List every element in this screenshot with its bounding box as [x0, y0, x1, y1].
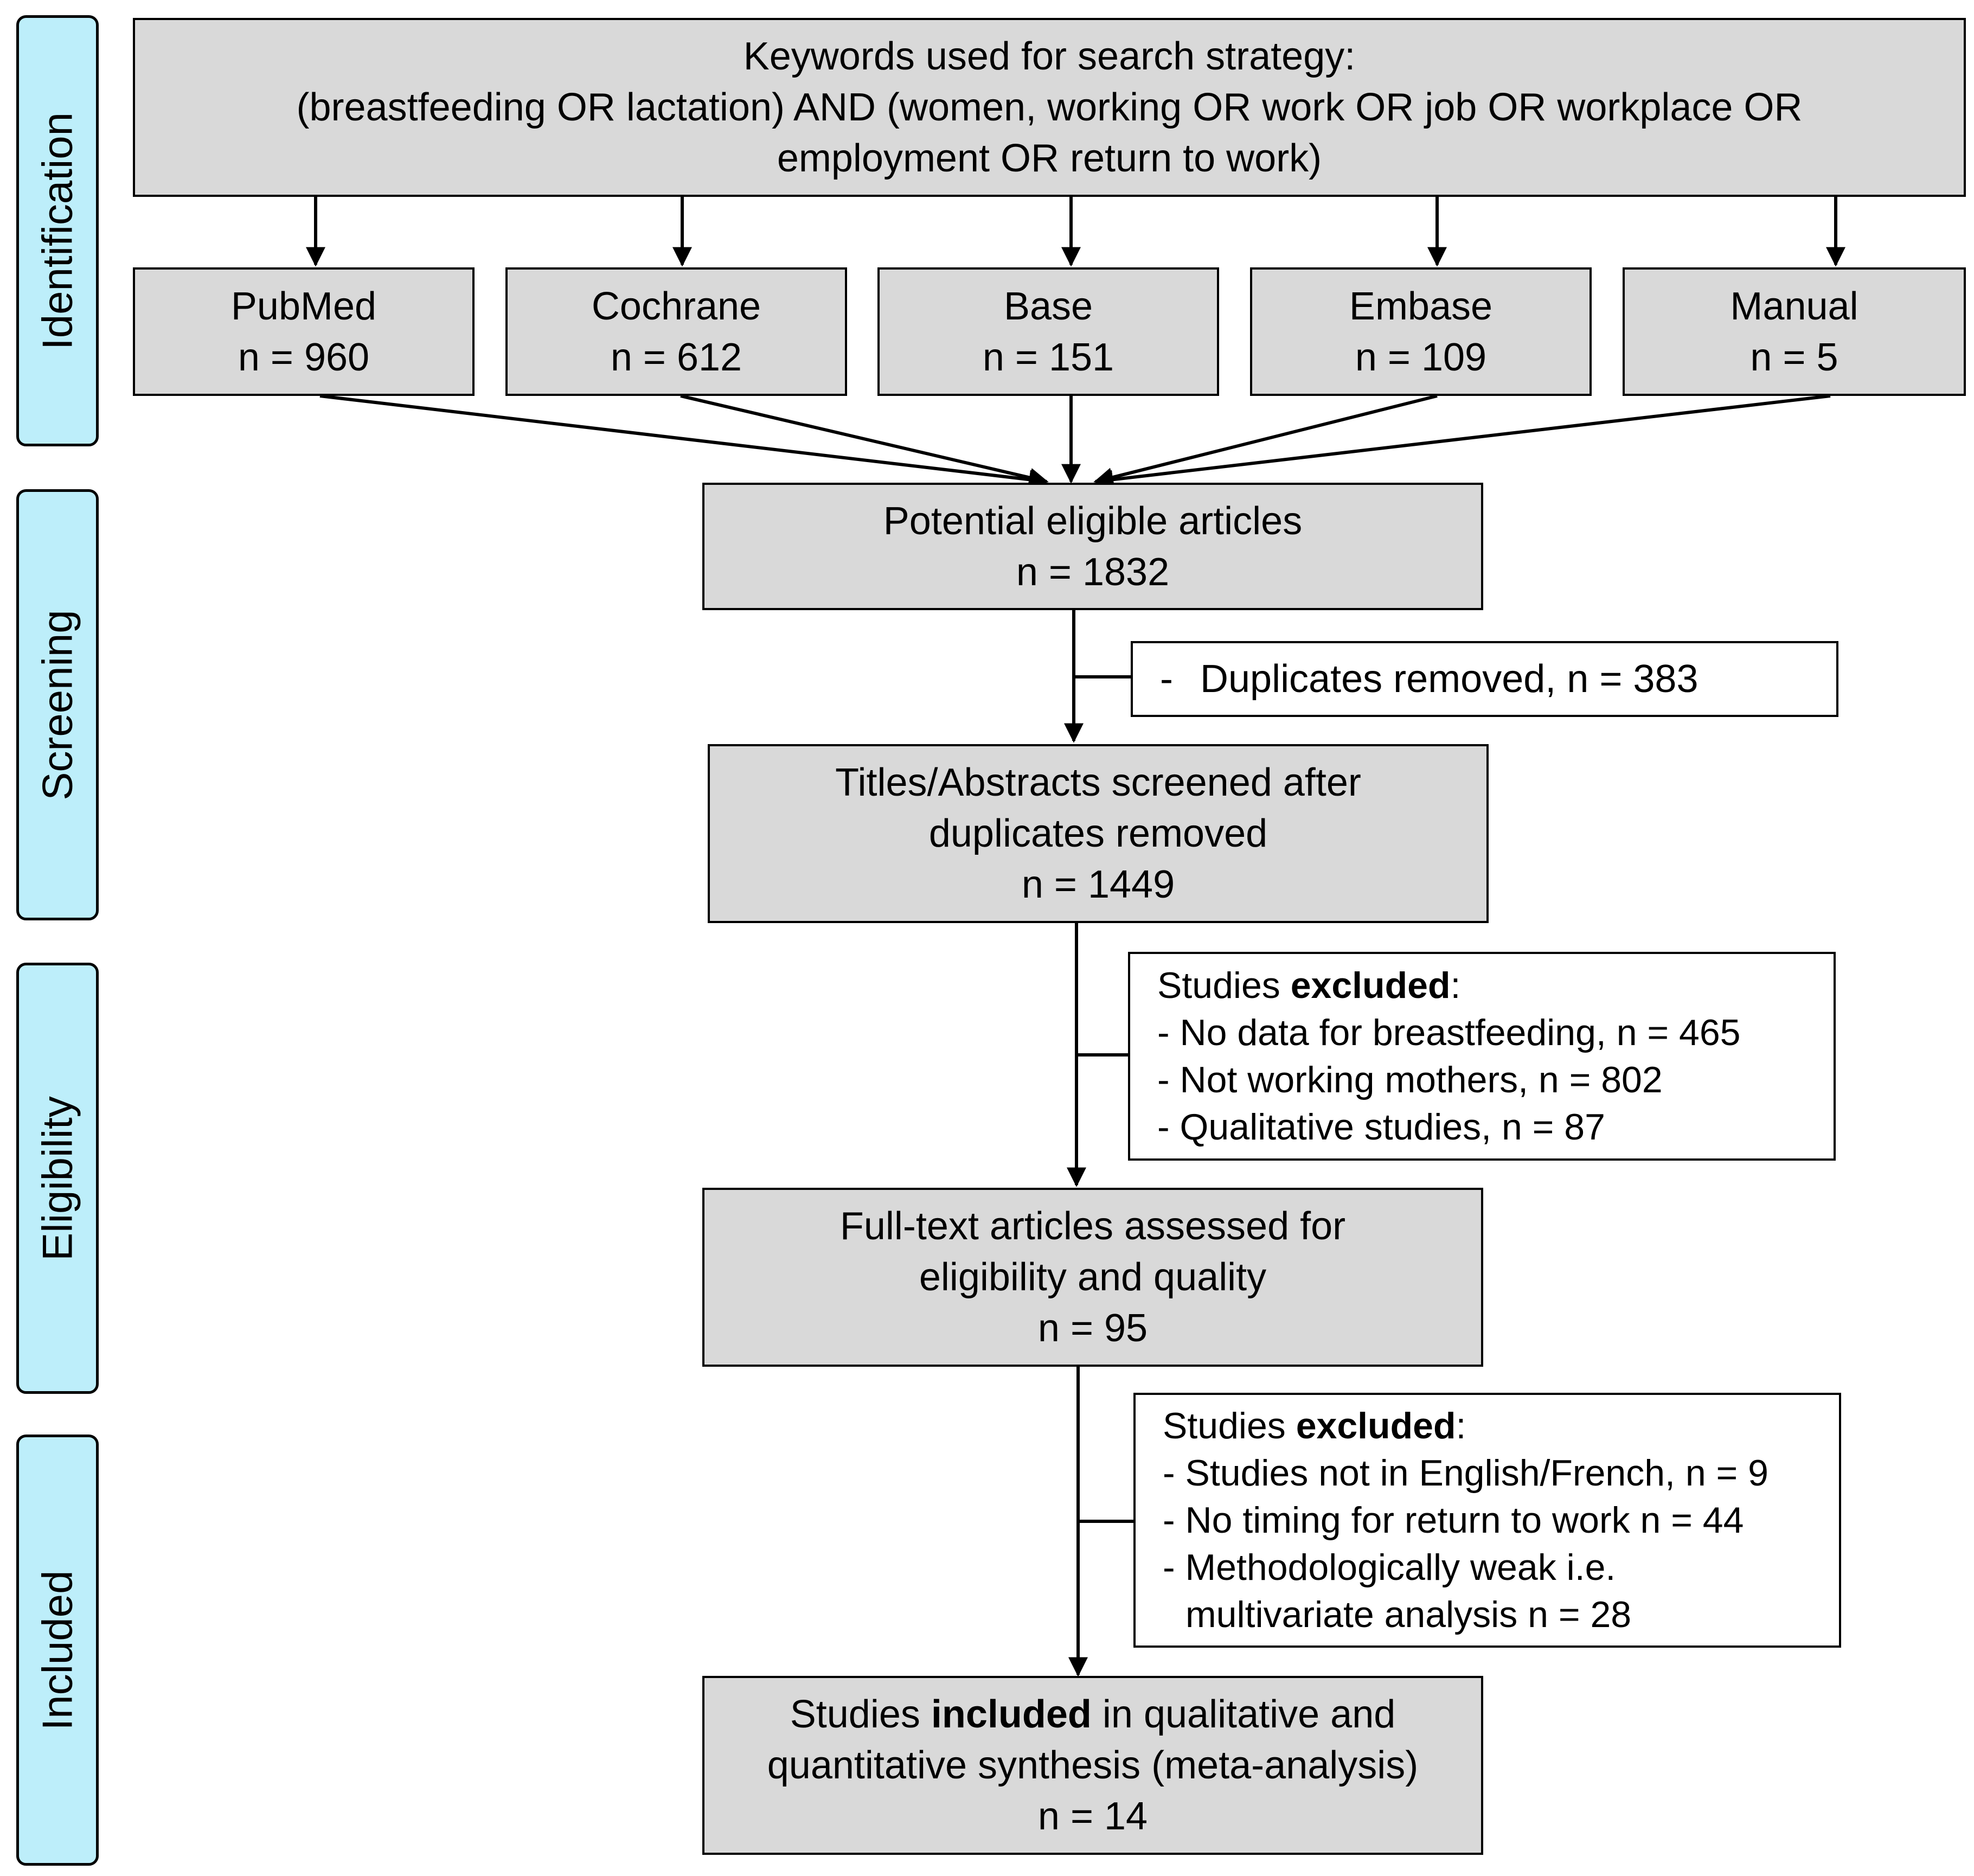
titles-line-2: duplicates removed	[928, 812, 1268, 855]
potential-label: Potential eligible articles	[883, 499, 1303, 543]
excluded-heading: Studies excluded:	[1157, 962, 1460, 1009]
arrow-cochrane-to-potential	[680, 394, 1049, 488]
source-name: Base	[1003, 284, 1093, 328]
excluded-heading-b: excluded	[1290, 964, 1451, 1006]
potential-count: n = 1832	[1016, 550, 1170, 594]
source-name: Cochrane	[591, 284, 761, 328]
source-name: Embase	[1349, 284, 1493, 328]
source-box-base: Base n = 151	[877, 267, 1219, 396]
source-box-manual: Manual n = 5	[1623, 267, 1966, 396]
arrow-pubmed-to-potential	[319, 394, 1049, 490]
excluded-item: - Studies not in English/French, n = 9	[1163, 1452, 1768, 1494]
source-count: n = 109	[1355, 335, 1487, 379]
excluded-item: - No data for breastfeeding, n = 465	[1157, 1011, 1741, 1053]
excluded-heading-a: Studies	[1157, 964, 1291, 1006]
titles-screened-box: Titles/Abstracts screened after duplicat…	[708, 744, 1489, 923]
titles-count: n = 1449	[1021, 863, 1175, 906]
phase-eligibility: Eligibility	[16, 963, 99, 1394]
source-name: Manual	[1730, 284, 1858, 328]
excluded-box-eligibility: Studies excluded: - Studies not in Engli…	[1133, 1393, 1841, 1648]
included-line-2: quantitative synthesis (meta-analysis)	[767, 1744, 1419, 1787]
duplicates-text: Duplicates removed, n = 383	[1200, 657, 1699, 701]
source-count: n = 960	[238, 335, 370, 379]
excluded-item: - Qualitative studies, n = 87	[1157, 1106, 1605, 1148]
excluded-item: multivariate analysis n = 28	[1185, 1593, 1632, 1635]
excluded-heading-b: excluded	[1296, 1405, 1456, 1446]
excluded-item: - No timing for return to work n = 44	[1163, 1499, 1744, 1541]
fulltext-assessed-box: Full-text articles assessed for eligibil…	[702, 1188, 1483, 1367]
fulltext-line-2: eligibility and quality	[919, 1256, 1267, 1299]
search-line-3: employment OR return to work)	[777, 137, 1322, 180]
arrow-manual-to-potential	[1093, 394, 1831, 490]
potential-eligible-box: Potential eligible articles n = 1832	[702, 483, 1483, 610]
excluded-heading-c: :	[1450, 964, 1461, 1006]
excluded-item: - Not working mothers, n = 802	[1157, 1059, 1663, 1100]
source-box-embase: Embase n = 109	[1250, 267, 1592, 396]
search-line-1: Keywords used for search strategy:	[743, 35, 1356, 78]
phase-included: Included	[16, 1435, 99, 1866]
source-count: n = 612	[610, 335, 742, 379]
fulltext-count: n = 95	[1037, 1307, 1148, 1350]
fulltext-line-1: Full-text articles assessed for	[839, 1205, 1346, 1248]
included-c: in qualitative and	[1091, 1693, 1396, 1736]
duplicates-dash: -	[1160, 657, 1173, 701]
included-count: n = 14	[1037, 1795, 1148, 1838]
excluded-heading-a: Studies	[1163, 1405, 1296, 1446]
excluded-item: - Methodologically weak i.e.	[1163, 1546, 1616, 1588]
included-line-1: Studies included in qualitative and	[790, 1689, 1396, 1740]
studies-included-box: Studies included in qualitative and quan…	[702, 1676, 1483, 1855]
arrow-embase-to-potential	[1093, 394, 1438, 487]
phase-identification: Identification	[16, 15, 99, 446]
source-box-pubmed: PubMed n = 960	[133, 267, 475, 396]
source-name: PubMed	[230, 284, 377, 328]
source-box-cochrane: Cochrane n = 612	[505, 267, 847, 396]
duplicates-box: -Duplicates removed, n = 383	[1131, 641, 1838, 717]
excluded-heading: Studies excluded:	[1163, 1403, 1466, 1450]
search-strategy-box: Keywords used for search strategy: (brea…	[133, 18, 1966, 197]
source-count: n = 5	[1750, 335, 1838, 379]
excluded-heading-c: :	[1456, 1405, 1466, 1446]
phase-screening: Screening	[16, 489, 99, 920]
search-line-2: (breastfeeding OR lactation) AND (women,…	[296, 86, 1803, 129]
duplicates-line: -Duplicates removed, n = 383	[1160, 654, 1699, 705]
included-b: included	[931, 1693, 1092, 1736]
source-count: n = 151	[982, 335, 1114, 379]
titles-line-1: Titles/Abstracts screened after	[835, 761, 1361, 804]
included-a: Studies	[790, 1693, 931, 1736]
excluded-box-screening: Studies excluded: - No data for breastfe…	[1128, 952, 1836, 1161]
